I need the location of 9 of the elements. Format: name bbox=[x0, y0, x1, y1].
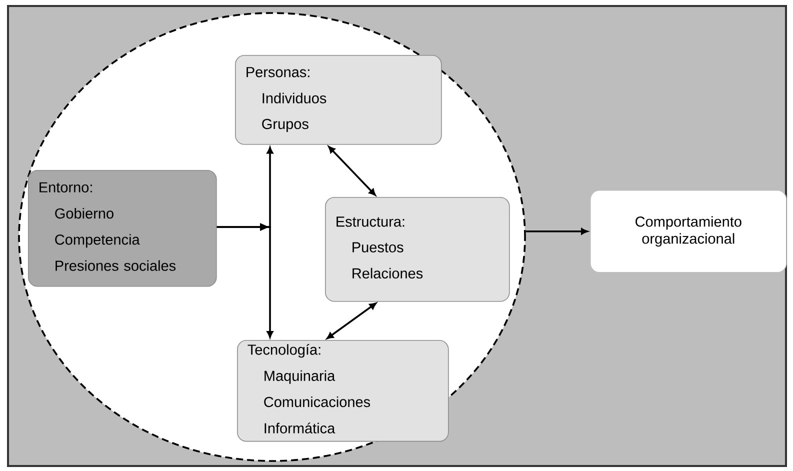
factor-box: Estructura: Puestos Relaciones bbox=[325, 197, 510, 302]
outcome-box: Comportamiento organizacional bbox=[590, 190, 787, 273]
arrow bbox=[216, 226, 274, 338]
arrow bbox=[526, 228, 588, 235]
factor-box: Tecnología: Maquinaria Comunicaciones Informática bbox=[237, 340, 449, 442]
arrow bbox=[326, 302, 376, 340]
factor-box: Personas: Individuos Grupos bbox=[235, 55, 442, 145]
factor-box: Entorno: Gobierno Competencia Presiones sociales bbox=[28, 170, 217, 287]
arrow bbox=[328, 146, 376, 196]
